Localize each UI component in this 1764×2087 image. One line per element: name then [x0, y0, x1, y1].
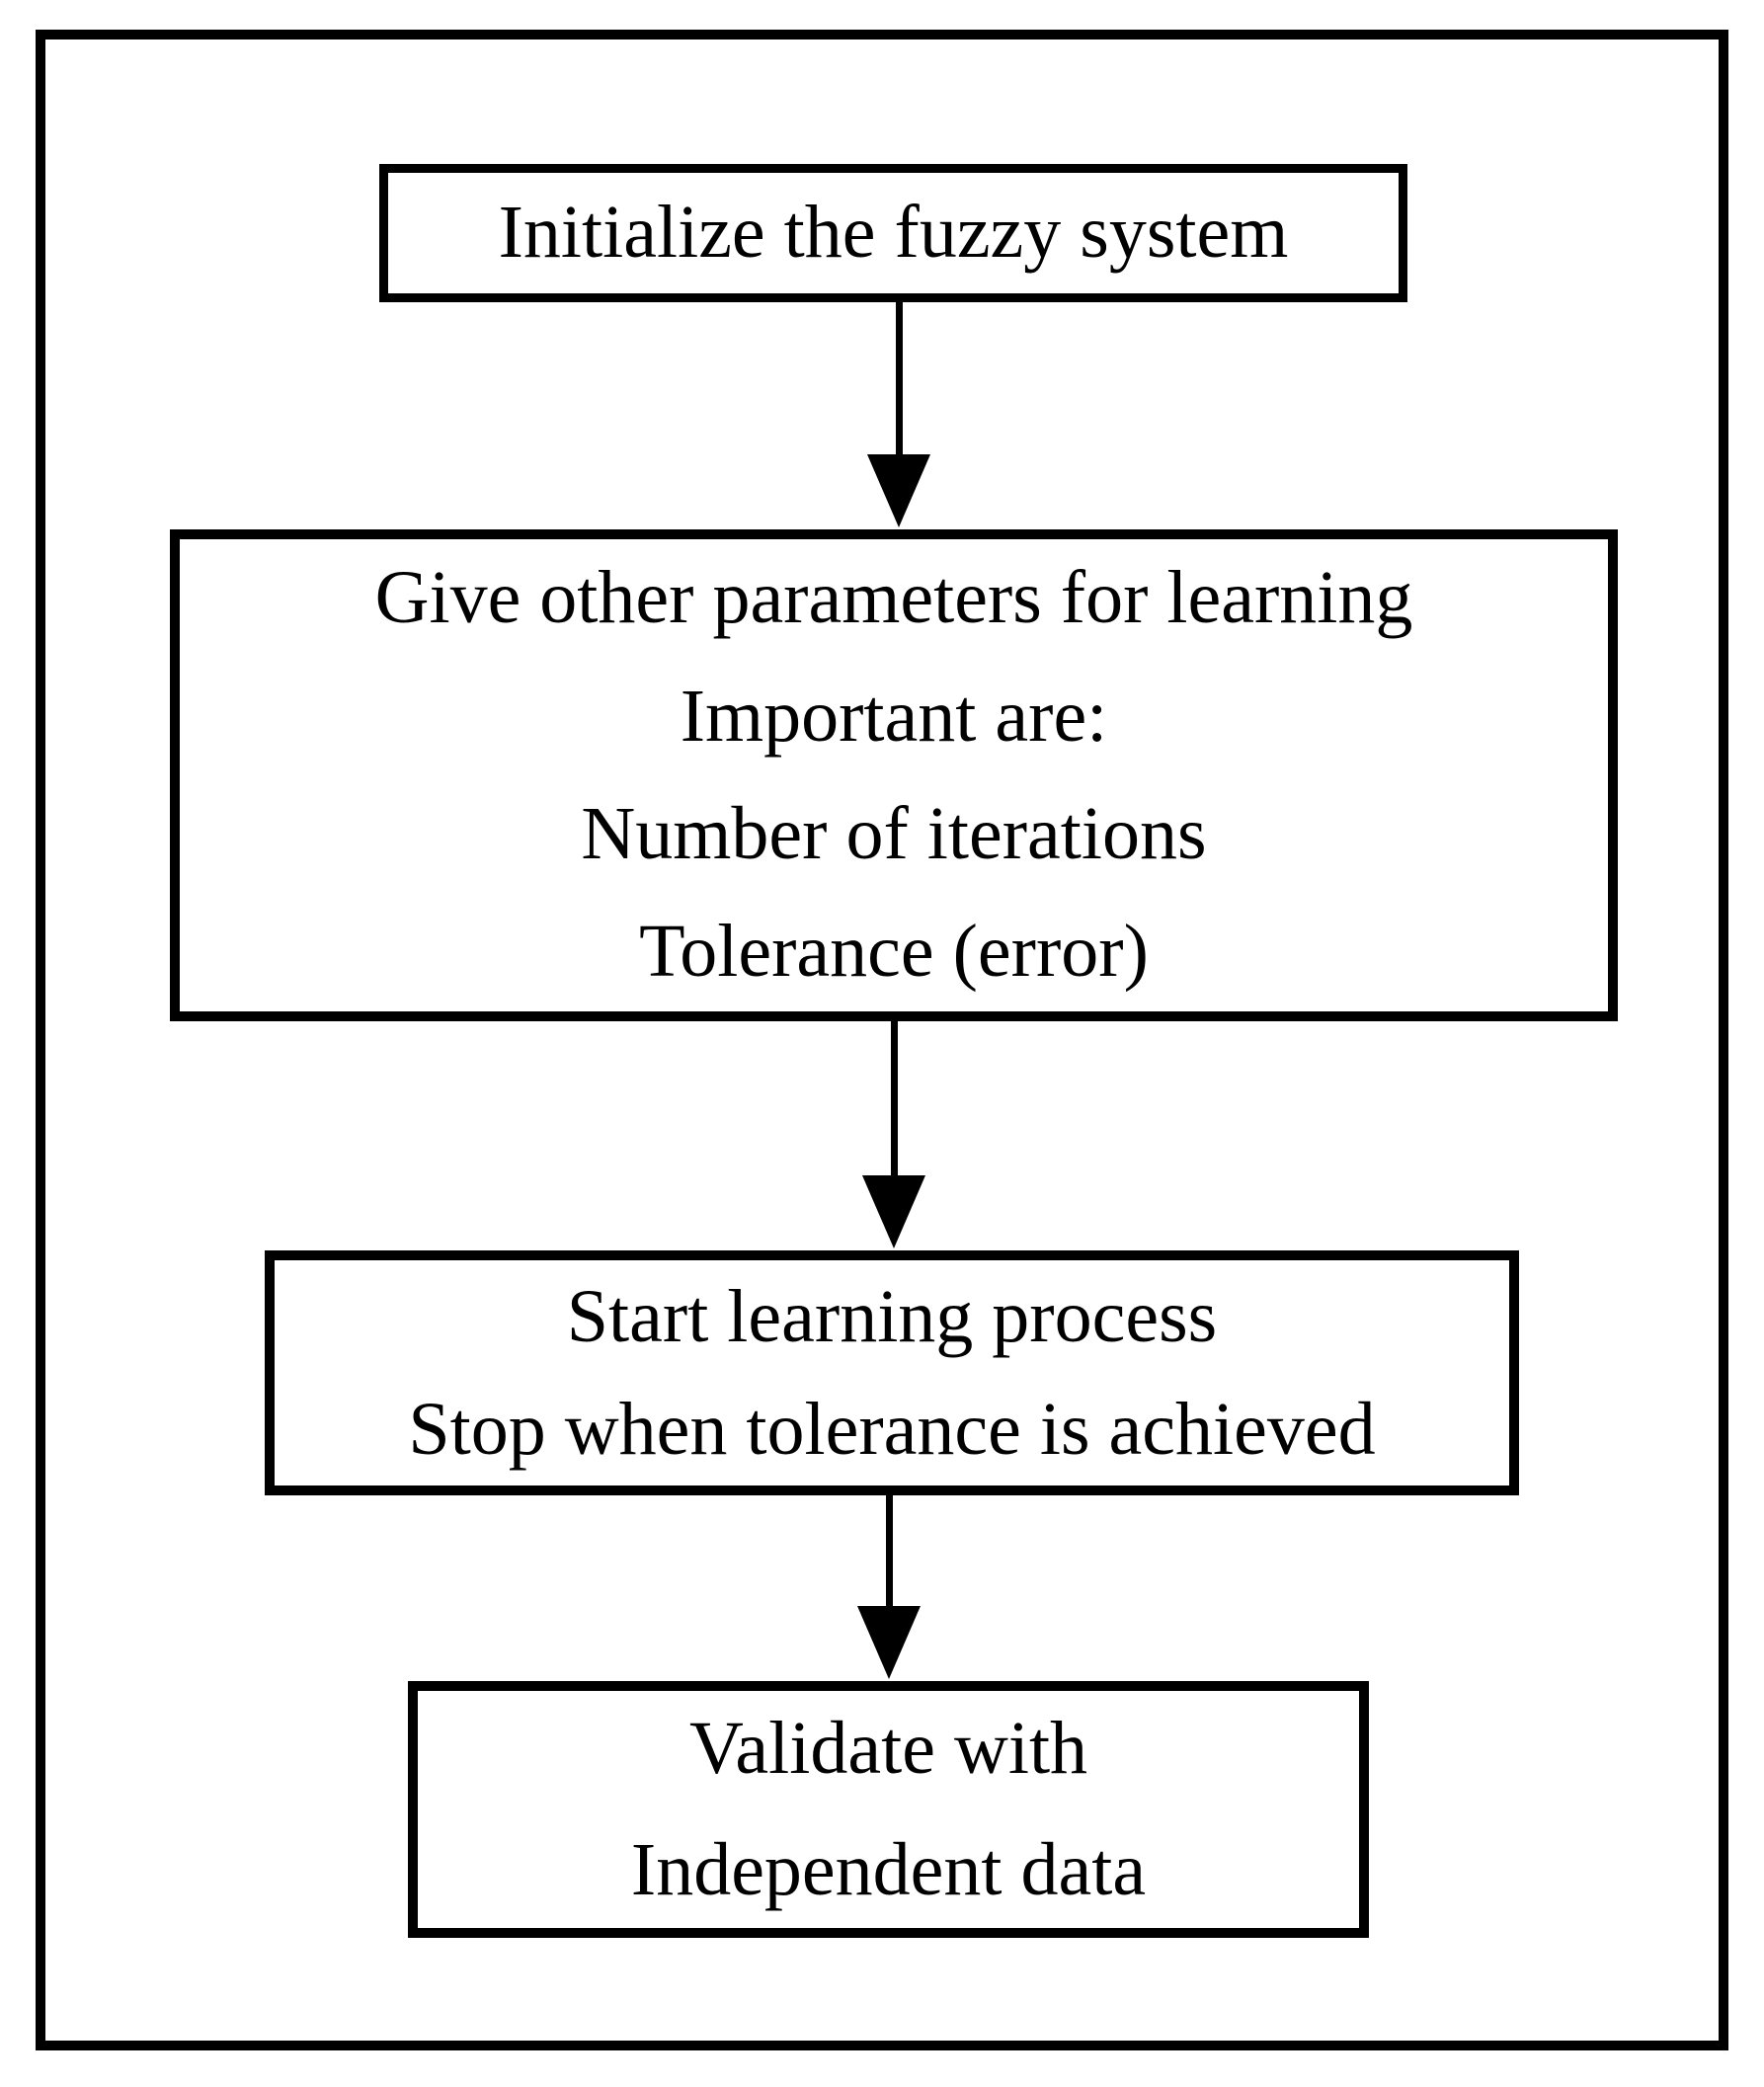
- arrow-head-icon: [862, 1175, 925, 1248]
- arrow-shaft: [890, 1019, 898, 1175]
- flowchart-node-initialize: Initialize the fuzzy system: [379, 164, 1407, 302]
- node-text-line: Initialize the fuzzy system: [498, 191, 1289, 275]
- flow-arrow-down-2: [862, 1019, 925, 1248]
- flowchart-node-validate: Validate with Independent data: [408, 1681, 1369, 1938]
- node-text-line: Independent data: [630, 1828, 1147, 1911]
- arrow-shaft: [895, 300, 903, 454]
- arrow-shaft: [885, 1493, 893, 1606]
- flowchart-node-learning: Start learning process Stop when toleran…: [265, 1250, 1519, 1495]
- flowchart-node-parameters: Give other parameters for learning Impor…: [170, 529, 1618, 1021]
- flow-arrow-down-1: [867, 300, 930, 527]
- arrow-head-icon: [857, 1606, 921, 1679]
- node-text-line: Number of iterations: [581, 792, 1207, 875]
- node-text-line: Validate with: [688, 1706, 1088, 1790]
- node-text-line: Stop when tolerance is achieved: [408, 1388, 1376, 1471]
- node-text-line: Important are:: [680, 674, 1108, 758]
- node-text-line: Start learning process: [566, 1275, 1218, 1358]
- node-text-line: Give other parameters for learning: [374, 556, 1413, 640]
- arrow-head-icon: [867, 454, 930, 527]
- diagram-outer-border: [36, 30, 1728, 2050]
- flow-arrow-down-3: [857, 1493, 921, 1679]
- node-text-line: Tolerance (error): [639, 910, 1149, 994]
